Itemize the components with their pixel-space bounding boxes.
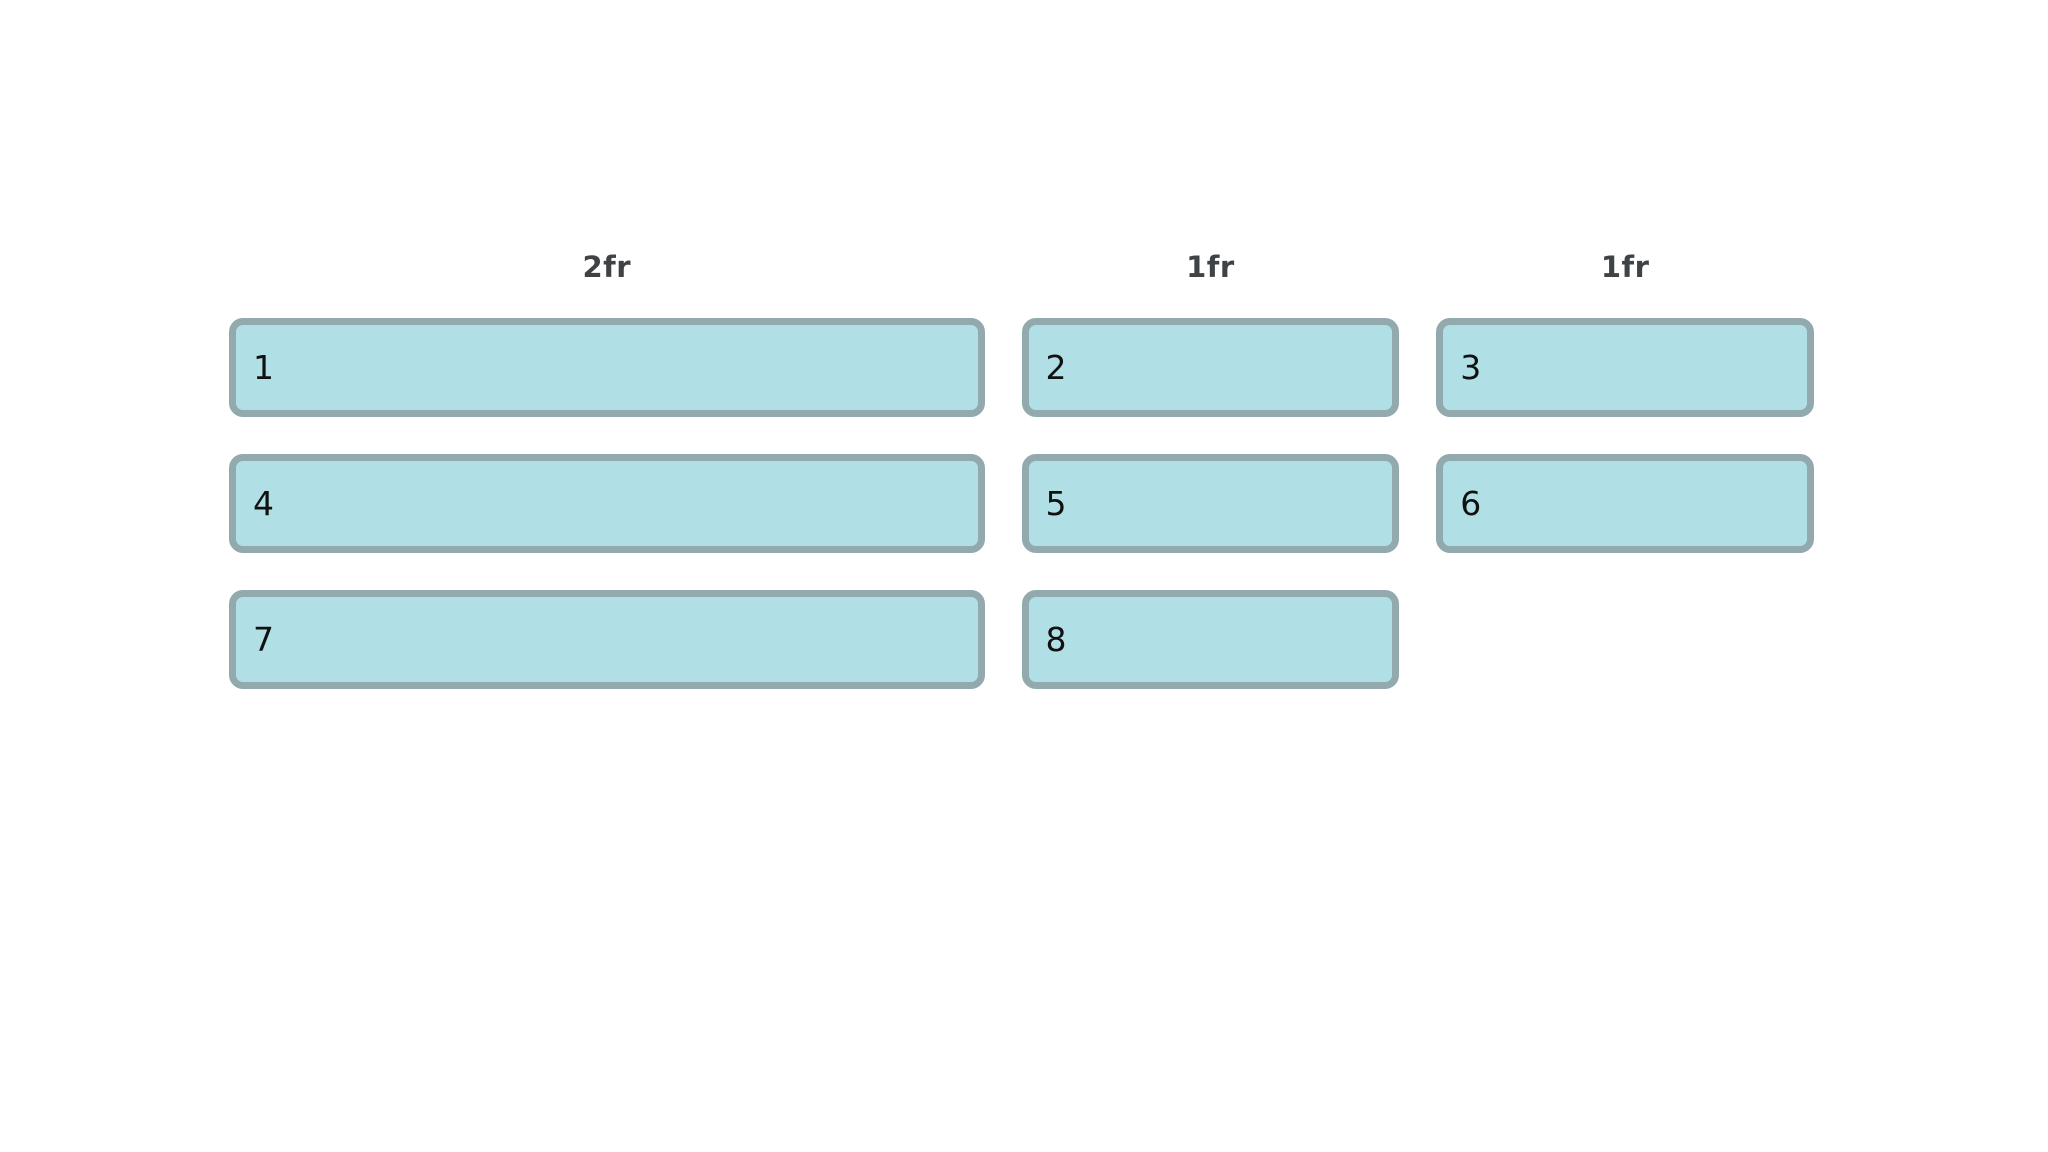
grid-item: 5 (1021, 454, 1400, 553)
column-label-2fr: 2fr (582, 250, 632, 284)
grid-item: 8 (1021, 590, 1400, 689)
grid-item: 6 (1436, 454, 1814, 553)
grid-item: 4 (229, 454, 985, 553)
column-label-1fr-b: 1fr (1600, 250, 1650, 284)
grid-container: 1 2 3 4 5 6 7 8 (229, 318, 1814, 689)
column-label-1fr-a: 1fr (1186, 250, 1235, 284)
column-label-row: 2fr 1fr 1fr (229, 249, 1814, 285)
grid-item: 2 (1021, 318, 1400, 417)
grid-item: 7 (229, 590, 985, 689)
grid-item: 3 (1436, 318, 1814, 417)
grid-item: 1 (229, 318, 985, 417)
grid-demo: 2fr 1fr 1fr 1 2 3 4 5 6 7 8 (229, 249, 1814, 689)
